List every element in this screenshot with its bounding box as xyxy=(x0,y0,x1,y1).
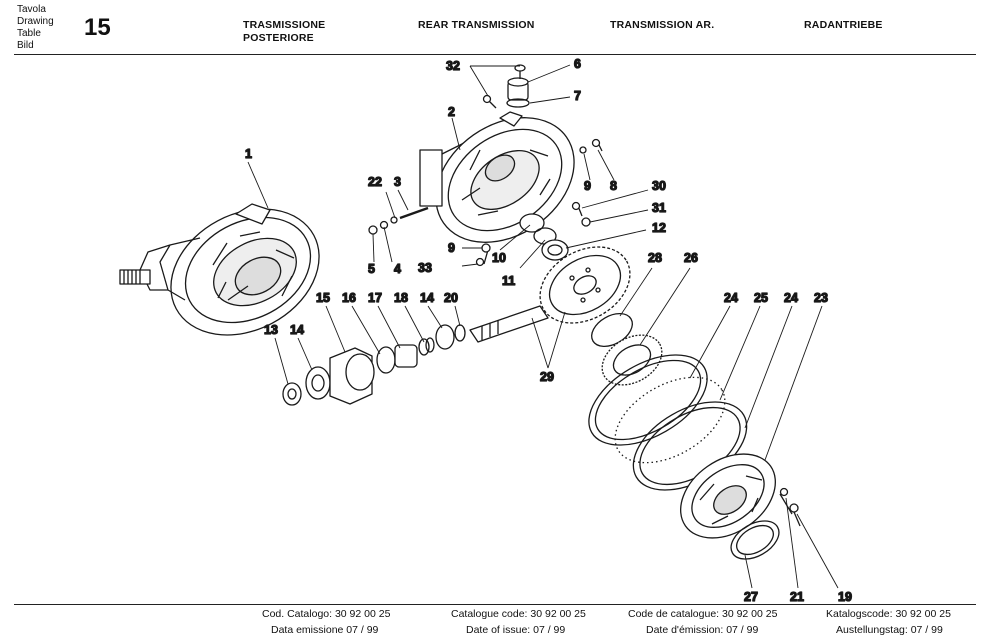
part-pinion-assembly xyxy=(282,324,466,406)
issue-date-it: Data emissione 07 / 99 xyxy=(271,624,379,636)
callout-28: 28 xyxy=(648,251,662,265)
callout-9-upper: 9 xyxy=(584,179,591,193)
issue-date-de: Austellungstag: 07 / 99 xyxy=(836,624,943,636)
callout-13: 13 xyxy=(264,323,278,337)
callout-23: 23 xyxy=(814,291,828,305)
part-seals-bearing xyxy=(519,213,569,261)
issue-date-fr: Date d'émission: 07 / 99 xyxy=(646,624,759,636)
callout-27: 27 xyxy=(744,590,758,604)
callout-25: 25 xyxy=(754,291,768,305)
title-german: RADANTRIEBE xyxy=(804,19,883,31)
callout-30: 30 xyxy=(652,179,666,193)
callout-26: 26 xyxy=(684,251,698,265)
part-bolts xyxy=(475,94,801,527)
callout-15: 15 xyxy=(316,291,330,305)
word-table: Table xyxy=(17,28,41,39)
page-footer: Cod. Catalogo: 30 92 00 25 Catalogue cod… xyxy=(0,604,1000,639)
callout-24-right: 24 xyxy=(784,291,798,305)
part-upper-housing xyxy=(419,111,575,243)
part-breather-cap xyxy=(506,64,530,108)
callout-19: 20 xyxy=(444,291,458,305)
callout-9-lower: 9 xyxy=(448,241,455,255)
callout-11: 11 xyxy=(502,274,515,288)
callout-33: 33 xyxy=(418,261,432,275)
callout-10: 10 xyxy=(492,251,506,265)
callout-7: 7 xyxy=(574,89,581,103)
part-differential xyxy=(591,312,663,386)
callout-14-left: 14 xyxy=(290,323,304,337)
title-french: TRANSMISSION AR. xyxy=(610,19,715,31)
part-stud-washers xyxy=(368,206,429,235)
word-drawing: Drawing xyxy=(17,16,54,27)
callout-3: 3 xyxy=(394,175,401,189)
part-ring-gear-pinion xyxy=(469,246,631,343)
callout-1: 1 xyxy=(245,147,252,161)
callout-5: 5 xyxy=(368,262,375,276)
callout-22: 22 xyxy=(368,175,382,189)
word-bild: Bild xyxy=(17,40,34,51)
word-tavola: Tavola xyxy=(17,4,46,15)
callout-4: 4 xyxy=(394,262,401,276)
callout-8: 8 xyxy=(610,179,617,193)
callout-16: 16 xyxy=(342,291,356,305)
callout-24-left: 24 xyxy=(724,291,738,305)
table-number: 15 xyxy=(84,14,111,41)
part-gaskets xyxy=(588,354,748,491)
catalog-code-fr: Code de catalogue: 30 92 00 25 xyxy=(628,608,778,620)
catalog-code-de: Katalogscode: 30 92 00 25 xyxy=(826,608,951,620)
callout-32: 32 xyxy=(446,59,460,73)
callout-29: 29 xyxy=(540,370,554,384)
header-divider xyxy=(14,54,976,55)
issue-date-en: Date of issue: 07 / 99 xyxy=(466,624,566,636)
callout-20: 19 xyxy=(838,590,852,604)
catalog-code-it: Cod. Catalogo: 30 92 00 25 xyxy=(262,608,391,620)
table-word-list: Tavola Drawing Table Bild xyxy=(17,4,54,52)
callout-2: 2 xyxy=(448,105,455,119)
page-header: Tavola Drawing Table Bild 15 TRASMISSION… xyxy=(0,0,1000,56)
callout-17: 17 xyxy=(368,291,382,305)
title-english: REAR TRANSMISSION xyxy=(418,19,535,31)
leader-lines xyxy=(247,64,839,589)
exploded-parts-diagram: 1 2 3 4 5 6 7 8 9 9 10 11 12 13 14 14 15… xyxy=(119,56,853,604)
part-cover xyxy=(680,453,776,539)
footer-divider xyxy=(14,604,976,605)
callout-31: 31 xyxy=(652,201,666,215)
callout-12: 12 xyxy=(652,221,666,235)
part-seal-ring xyxy=(730,520,780,560)
catalog-code-en: Catalogue code: 30 92 00 25 xyxy=(451,608,586,620)
part-left-housing xyxy=(119,203,320,336)
callout-21: 21 xyxy=(790,590,804,604)
callout-14-right: 14 xyxy=(420,291,434,305)
title-italian: TRASMISSIONE POSTERIORE xyxy=(243,19,326,44)
callout-6: 6 xyxy=(574,57,581,71)
callout-18: 18 xyxy=(394,291,408,305)
